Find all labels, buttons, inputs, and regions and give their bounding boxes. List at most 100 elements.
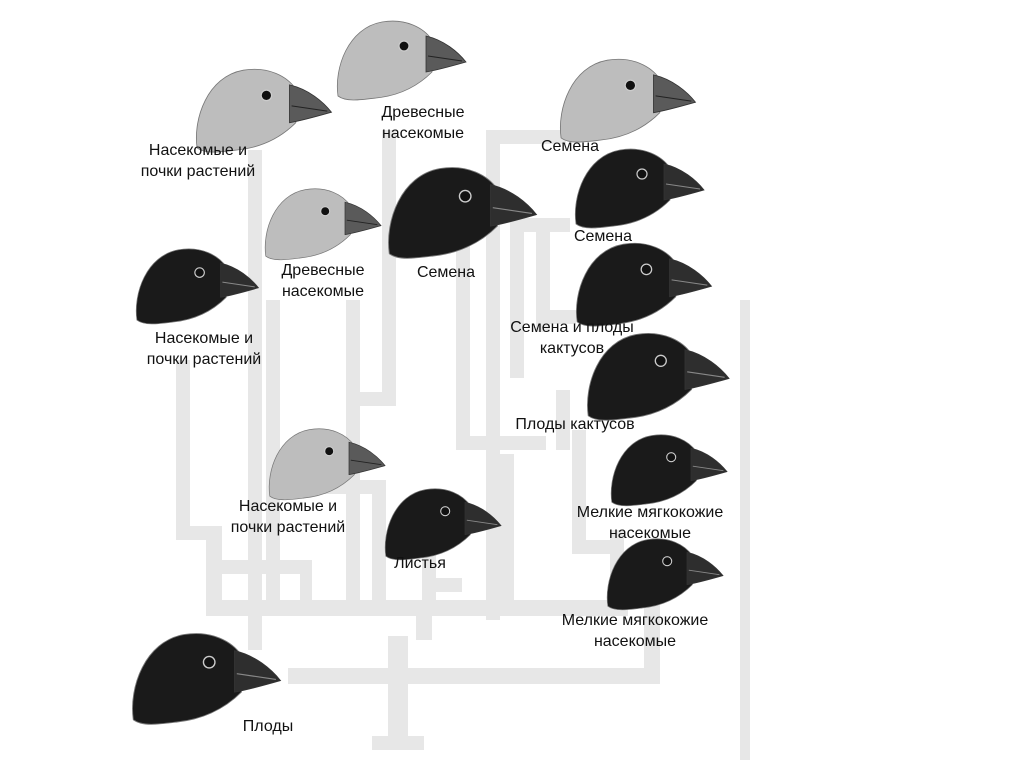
label-seeds-1: Семена [540, 138, 600, 155]
bird-eye [458, 189, 472, 203]
tree-branch [176, 360, 190, 540]
label-seeds-3: Семена [416, 264, 476, 281]
bird-head [576, 242, 677, 327]
finch-head-seeds-cactus [576, 242, 713, 327]
tree-branch [536, 310, 576, 324]
bird-beak [690, 447, 728, 482]
bird-head [574, 148, 671, 229]
bird-eye [662, 556, 673, 567]
finch-head-soft-insects-1 [610, 434, 728, 507]
tree-branch-left-tall [248, 150, 262, 650]
bird-beak [653, 74, 697, 114]
tree-branch [486, 130, 500, 620]
tree-branch-right [740, 300, 750, 760]
label-seeds-2: Семена [573, 228, 633, 245]
bird-head [560, 58, 661, 143]
tree-branch [422, 578, 462, 592]
bird-eye [260, 89, 273, 102]
tree-root [372, 736, 424, 750]
bird-head [336, 20, 433, 101]
bird-beak [220, 262, 260, 298]
bird-beak [348, 441, 386, 476]
bird-beak-line [688, 569, 720, 576]
tree-branch [372, 480, 386, 600]
tree-branch [556, 390, 570, 450]
bird-eye [624, 79, 637, 92]
bird-beak-line [350, 459, 382, 466]
bird-beak-line [427, 55, 463, 62]
bird-eye [640, 263, 653, 276]
bird-beak [464, 501, 502, 536]
bird-eye [202, 655, 216, 669]
finch-head-cactus-fruit [587, 333, 730, 421]
bird-eye [194, 267, 205, 278]
bird-beak-line [236, 673, 276, 681]
bird-head [135, 248, 227, 325]
label-cactus-fruit: Плоды кактусов [515, 416, 635, 433]
finch-head-leaves [384, 488, 502, 561]
bird-beak [663, 163, 705, 201]
tree-branch [572, 540, 612, 554]
bird-beak [686, 551, 724, 586]
bird-head [384, 488, 471, 561]
tree-branch [536, 232, 550, 332]
bird-beak [289, 84, 333, 124]
bird-beak-line [466, 519, 498, 526]
bird-beak-line [222, 281, 255, 288]
finch-heads [132, 20, 730, 725]
finch-head-insects-buds-1 [196, 68, 333, 153]
bird-head [132, 633, 242, 725]
bird-eye [440, 506, 451, 517]
tree-trunk [388, 636, 408, 748]
bird-beak-line [687, 371, 725, 378]
bird-eye [324, 446, 335, 457]
tree-branch [382, 130, 396, 406]
bird-eye [654, 354, 667, 367]
bird-beak-line [346, 219, 378, 226]
bird-head [388, 167, 498, 259]
finch-head-seeds-1 [560, 58, 697, 143]
bird-beak [684, 349, 730, 390]
tree-branch [510, 218, 524, 378]
bird-beak-line [655, 95, 692, 102]
finch-head-insects-buds-2 [135, 248, 260, 325]
tree-branch-fruits [288, 668, 660, 684]
finch-head-soft-insects-2 [606, 538, 724, 611]
bird-beak [669, 258, 713, 298]
finch-head-tree-insects-2 [264, 188, 382, 261]
bird-beak [344, 201, 382, 236]
tree-branch [510, 218, 570, 232]
bird-beak-line [671, 279, 708, 286]
label-leaves: Листья [394, 555, 446, 572]
bird-beak-line [492, 207, 532, 215]
bird-eye [398, 40, 410, 52]
bird-head [264, 188, 351, 261]
finch-head-tree-insects-1 [336, 20, 467, 101]
finch-head-seeds-2 [574, 148, 705, 229]
tree-branch [266, 300, 280, 600]
tree-branch [486, 130, 566, 144]
bird-head [610, 434, 697, 507]
bird-beak-line [692, 465, 724, 472]
finch-head-fruits [132, 633, 282, 725]
bird-beak [490, 184, 538, 227]
bird-eye [320, 206, 331, 217]
tree-branch [300, 560, 312, 616]
finch-head-seeds-3 [388, 167, 538, 259]
bird-beak-line [665, 183, 701, 190]
label-fruits: Плоды [242, 718, 294, 735]
tree-branch [456, 228, 470, 438]
tree-branch [500, 454, 514, 604]
tree-branch [572, 430, 586, 550]
bird-beak [234, 650, 282, 693]
finch-head-insects-buds-3 [268, 428, 386, 501]
